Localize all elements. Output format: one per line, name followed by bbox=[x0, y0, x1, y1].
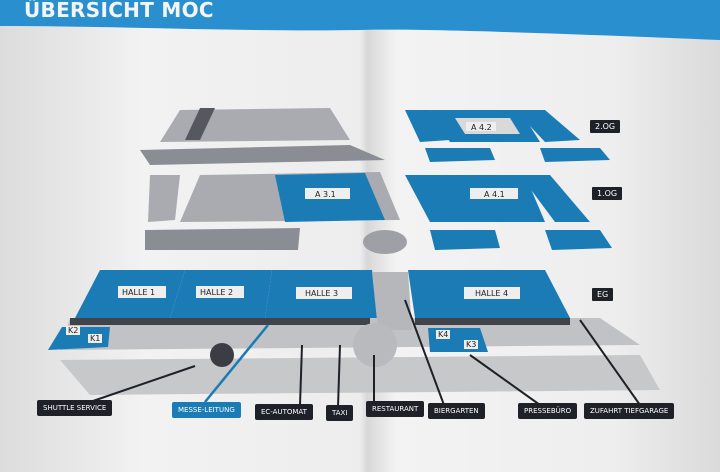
ground-area bbox=[60, 355, 660, 395]
callout-shuttle-service: SHUTTLE SERVICE bbox=[37, 400, 113, 416]
level-1og: A 3.1 A 4.1 bbox=[145, 172, 612, 254]
callout-messe-leitung: MESSE-LEITUNG bbox=[172, 402, 241, 418]
callout-taxi: TAXI bbox=[326, 405, 354, 421]
hall-label-a42: A 4.2 bbox=[471, 123, 492, 132]
room-k3: K3 bbox=[466, 340, 476, 349]
level-badge-1og: 1.OG bbox=[592, 187, 623, 200]
hall-label-h2: HALLE 2 bbox=[200, 288, 233, 297]
level-eg: HALLE 1 HALLE 2 HALLE 3 HALLE 4 K2 K1 K4… bbox=[48, 270, 640, 367]
room-k2: K2 bbox=[68, 326, 78, 335]
room-k1: K1 bbox=[90, 334, 100, 343]
callout-restaurant: RESTAURANT bbox=[366, 401, 425, 417]
callout-lines bbox=[89, 299, 641, 408]
callout-biergarten: BIERGARTEN bbox=[428, 403, 485, 419]
header-band bbox=[0, 0, 720, 40]
page-title: ÜBERSICHT MOC bbox=[24, 0, 214, 22]
hall-label-a31: A 3.1 bbox=[315, 190, 336, 199]
hall-label-h1: HALLE 1 bbox=[122, 288, 155, 297]
callout-pressebuero: PRESSEBÜRO bbox=[518, 403, 578, 419]
hall-label-h4: HALLE 4 bbox=[475, 289, 508, 298]
level-badge-2og: 2.OG bbox=[590, 120, 621, 133]
hall-label-h3: HALLE 3 bbox=[305, 289, 338, 298]
level-2og: A 4.2 bbox=[140, 108, 610, 165]
level-badge-eg: EG bbox=[592, 288, 614, 301]
callout-ec-automat: EC-AUTOMAT bbox=[255, 404, 313, 420]
hall-label-a41: A 4.1 bbox=[484, 190, 505, 199]
callout-zufahrt-tiefgarage: ZUFAHRT TIEFGARAGE bbox=[584, 403, 675, 419]
room-k4: K4 bbox=[438, 330, 448, 339]
